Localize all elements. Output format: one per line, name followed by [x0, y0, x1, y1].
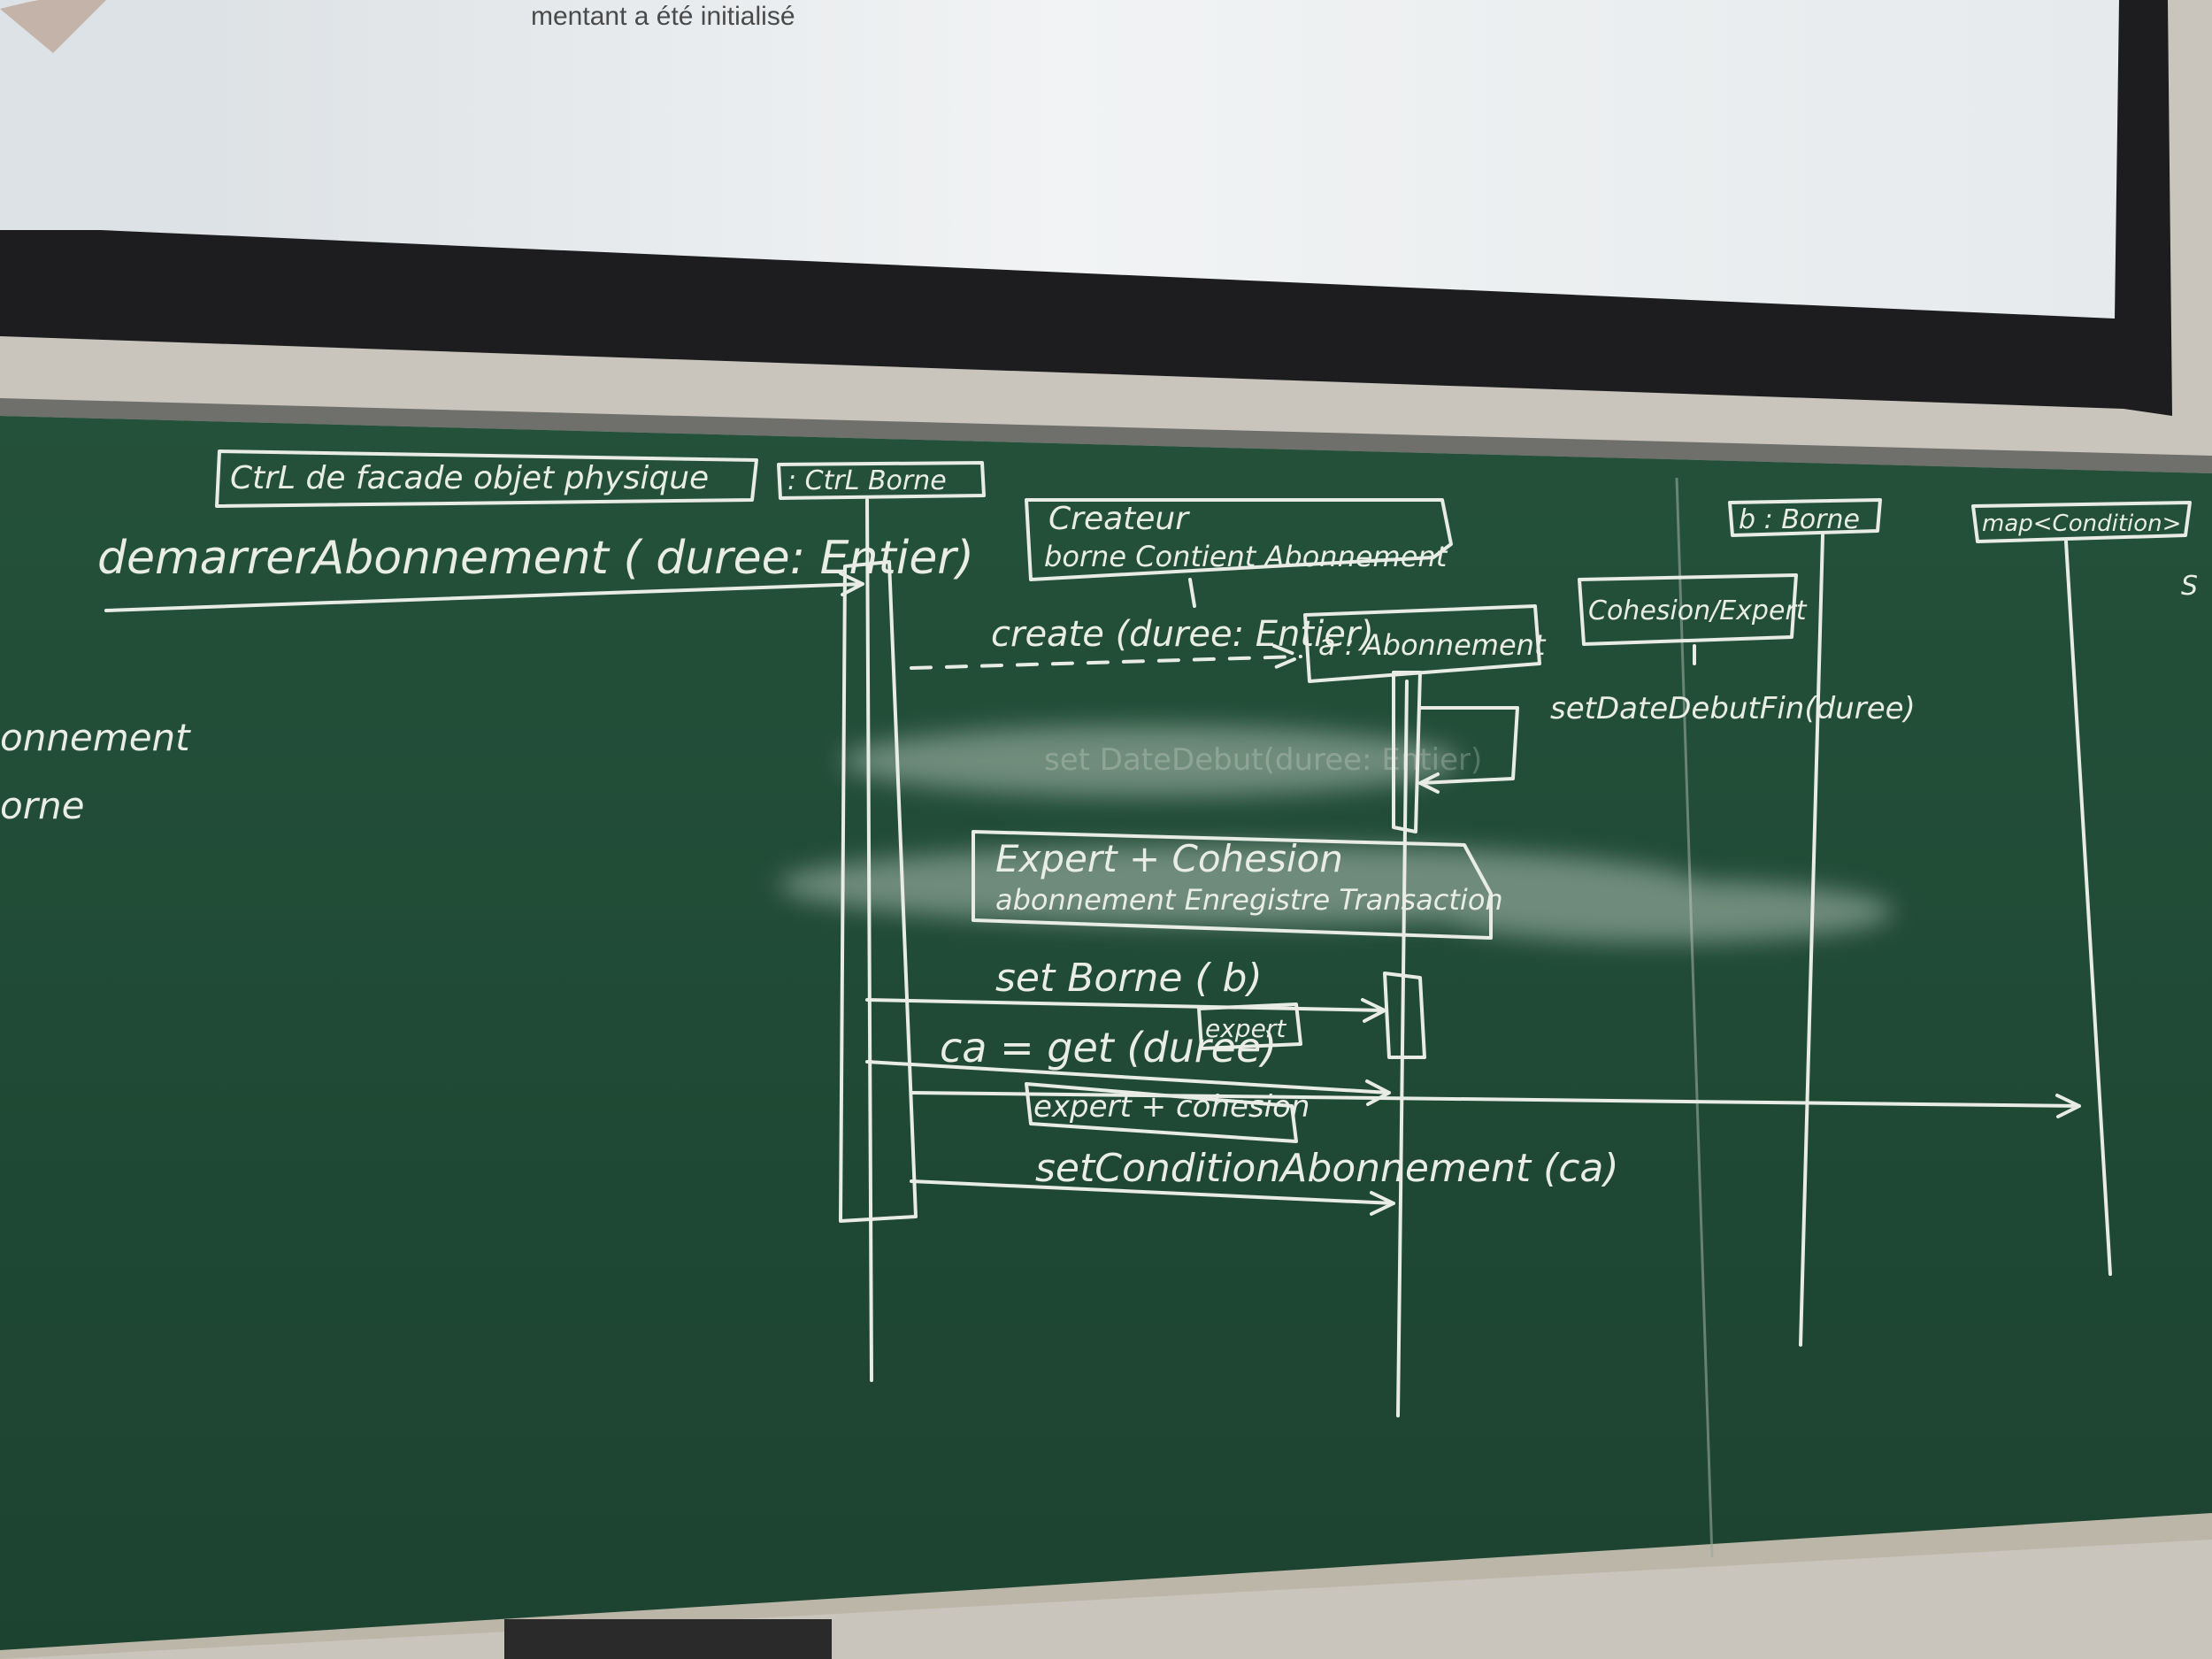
- arrow-demarrer: [104, 572, 864, 612]
- arrow-to-map: [910, 1091, 2081, 1118]
- message-set-date: setDateDebutFin(duree): [1550, 691, 1916, 726]
- note-box-cohesion: [1578, 573, 1798, 646]
- self-call-loop: [1418, 706, 1519, 794]
- note-facade-text: CtrL de facade objet physique: [230, 460, 709, 496]
- lifeline-map-label: map<Condition>: [1982, 511, 2181, 537]
- lifeline-ctrl: [865, 498, 873, 1382]
- arrow-set-condition: [910, 1179, 1395, 1216]
- note-box-expert-small: [1197, 1002, 1302, 1050]
- activation-ctrl: [839, 560, 918, 1223]
- lifeline-ctrl-label: : CtrL Borne: [787, 465, 947, 496]
- message-ca-get: ca = get (duree): [940, 1024, 1277, 1071]
- note-box-createur: [1025, 498, 1453, 581]
- note-cohesion-text: Cohesion/Expert: [1588, 595, 1808, 626]
- lifeline-far-right-label: S: [2181, 571, 2198, 602]
- note-expert2-text: expert + cohesion: [1033, 1089, 1310, 1125]
- message-set-condition: setConditionAbonnement (ca): [1035, 1146, 1619, 1191]
- lifeline-map: [2064, 540, 2112, 1276]
- left-cut-text-1: onnement: [0, 716, 191, 759]
- message-demarrer: demarrerAbonnement ( duree: Entier): [97, 532, 974, 585]
- eraser: [504, 1619, 832, 1659]
- erased-message: set DateDebut(duree: Entier): [1044, 742, 1482, 778]
- lifeline-abonnement: [1396, 680, 1409, 1417]
- message-create: create (duree: Entier): [991, 614, 1374, 655]
- note-expert1-line1: Expert + Cohesion: [995, 837, 1343, 880]
- lifeline-header-b: [1728, 498, 1882, 537]
- lifeline-header-map: [1971, 501, 2192, 543]
- board-seam: [1675, 477, 1714, 1558]
- note-expert-small-text: expert: [1205, 1014, 1286, 1043]
- activation-abonnement: [1392, 671, 1422, 833]
- left-cut-text-2: orne: [0, 784, 84, 827]
- note-box-facade: [215, 449, 758, 508]
- object-box-abonnement: [1303, 604, 1541, 683]
- lifeline-header-ctrl: [777, 461, 986, 500]
- note-box-expert-2: [1025, 1082, 1298, 1143]
- projector-screen: mentant a été initialisé: [0, 0, 2172, 416]
- note-createur-line1: Createur: [1048, 501, 1190, 537]
- object-abonnement-label: a : Abonnement: [1318, 628, 1547, 662]
- note-box-expert-1: [972, 830, 1493, 940]
- note-createur-line2: borne Contient Abonnement: [1044, 540, 1448, 573]
- chalkboard: [0, 416, 2212, 1655]
- note-expert1-line2: abonnement Enregistre Transaction: [995, 883, 1503, 917]
- arrow-ca-get: [865, 1060, 1391, 1106]
- erased-smudges: [779, 726, 1893, 942]
- message-set-borne: set Borne ( b): [995, 956, 1263, 1001]
- lifeline-b-label: b : Borne: [1739, 504, 1860, 535]
- screen-text: mentant a été initialisé: [531, 2, 795, 31]
- arrow-create: [910, 644, 1302, 670]
- lifeline-b: [1799, 534, 1824, 1347]
